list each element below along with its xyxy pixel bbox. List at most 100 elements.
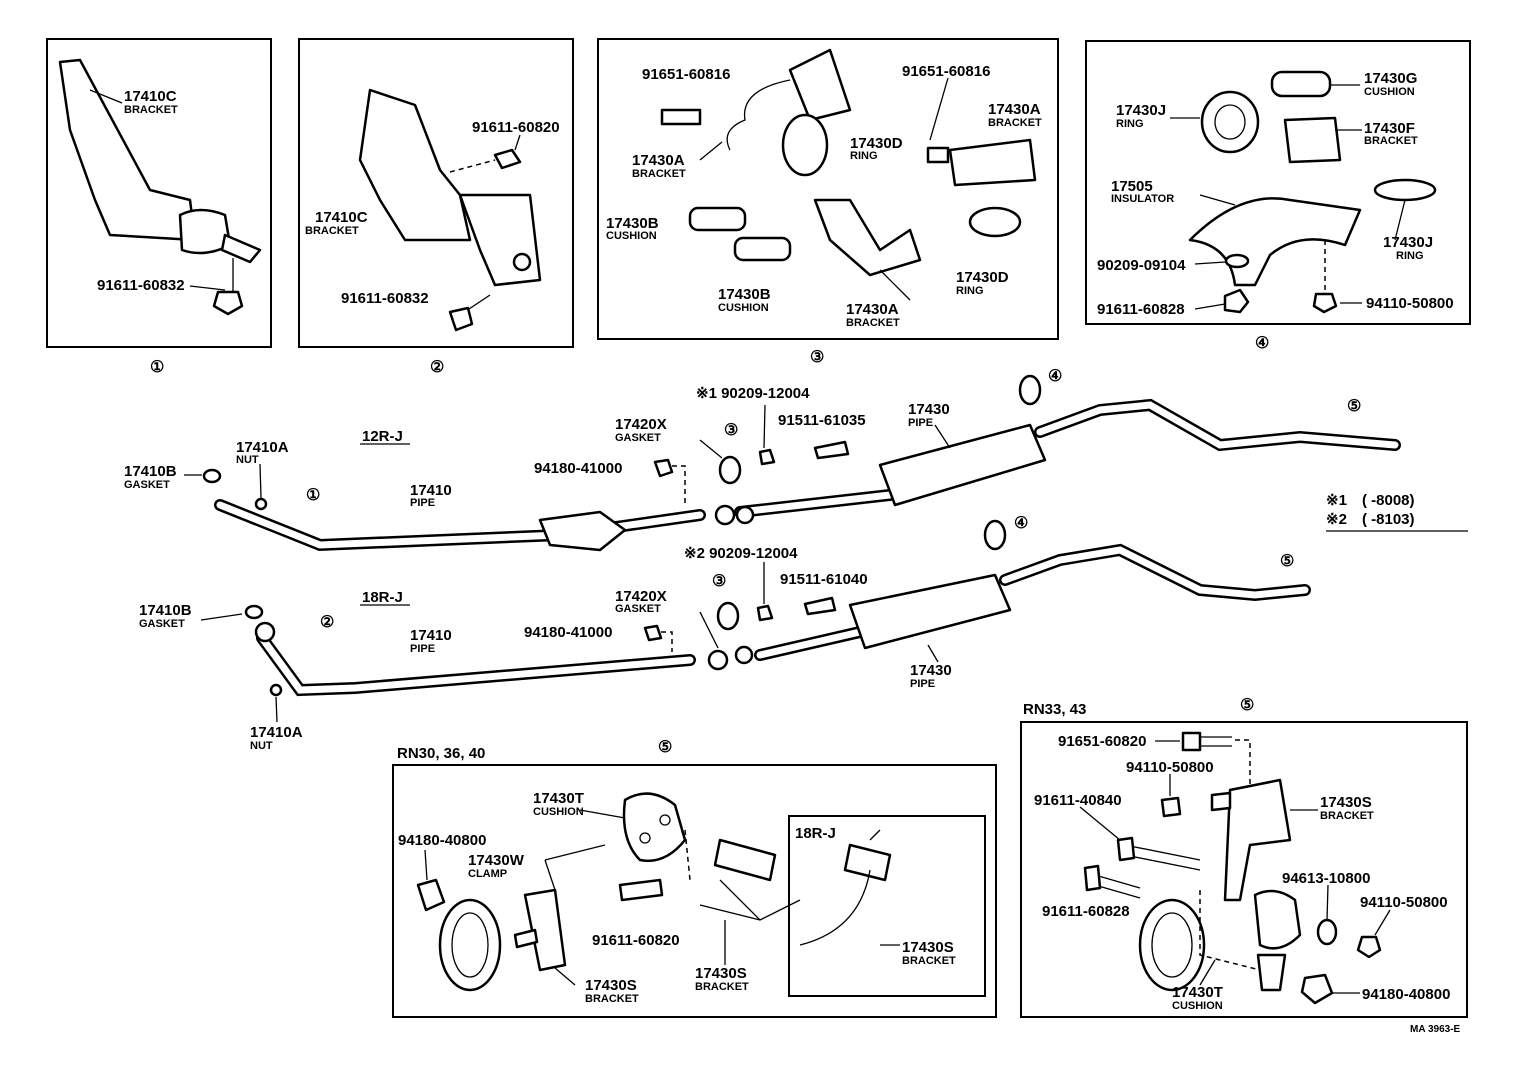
leader <box>275 696 278 723</box>
part-number: 94110-50800 <box>1366 295 1454 312</box>
part-number: 17430T <box>533 790 584 807</box>
part-number: 94180-40800 <box>1362 986 1450 1003</box>
cushion-shape <box>622 792 687 863</box>
bolt-icon <box>513 928 539 949</box>
box-5a-inner-title: 18R-J <box>795 825 836 842</box>
bolt-icon <box>618 878 664 902</box>
part-name: CUSHION <box>1172 1000 1223 1012</box>
detail-box-2: 91611-60820 17410C BRACKET 91611-60832 ② <box>298 38 574 376</box>
detail-box-5b: RN33, 43 ⑤ 91651-60820 94110-50800 91611… <box>1020 697 1468 1018</box>
part-number: 17430F <box>1364 120 1415 137</box>
box-5a-title: RN30, 36, 40 <box>397 745 485 762</box>
mid-pipe-inner <box>736 491 894 516</box>
part-number: ※1 90209-12004 <box>696 385 810 402</box>
part-name: BRACKET <box>305 225 359 237</box>
part-number: 17430J <box>1116 102 1166 119</box>
callout-2: ② <box>430 359 444 376</box>
leader <box>929 77 949 141</box>
ring-icon <box>718 455 742 485</box>
clamp-shape <box>458 193 542 287</box>
part-number: 91651-60820 <box>1058 733 1146 750</box>
bolt-head-icon <box>1181 731 1202 752</box>
ring-icon <box>1018 374 1042 406</box>
part-number: 91611-60828 <box>1097 301 1185 318</box>
part-name: GASKET <box>124 479 170 491</box>
part-name: CUSHION <box>718 302 769 314</box>
bracket-shape <box>1223 778 1292 902</box>
part-name: BRACKET <box>585 993 639 1005</box>
part-number: 17410B <box>124 463 177 480</box>
part-name: GASKET <box>615 603 661 615</box>
gasket-icon <box>202 468 222 484</box>
ring-icon <box>968 206 1022 238</box>
nut-icon <box>512 252 532 272</box>
cushion-icon <box>688 206 747 232</box>
part-number: 17420X <box>615 588 667 605</box>
detail-box-4: 17430J RING 17430G CUSHION 17430F BRACKE… <box>1085 40 1471 352</box>
bracket-shape <box>358 88 472 242</box>
nut-icon <box>269 683 283 697</box>
part-name: BRACKET <box>695 981 749 993</box>
part-name: BRACKET <box>1364 135 1418 147</box>
part-number: 91511-61035 <box>778 412 866 429</box>
part-name: RING <box>1116 118 1144 130</box>
muffler-shape <box>878 423 1047 507</box>
flange-icon <box>735 505 755 525</box>
bracket-icon <box>1283 116 1342 164</box>
bracket-plate-shape <box>948 138 1037 187</box>
bolt-head-icon <box>1223 288 1250 314</box>
callout-4: ④ <box>1255 335 1269 352</box>
note-mark: ※2 <box>1326 511 1347 528</box>
bracket-rod <box>544 844 606 891</box>
assembly-line <box>1199 890 1261 971</box>
gasket-icon <box>707 649 729 671</box>
leader <box>1194 303 1226 310</box>
part-number: 17410B <box>139 602 192 619</box>
engine-label-18r: 18R-J <box>362 589 403 606</box>
clamp-inner <box>451 912 489 978</box>
leader <box>89 89 123 104</box>
nut-icon <box>756 604 774 622</box>
bolt-head-icon <box>212 290 244 316</box>
model-notes: ※1 ( -8008) ※2 ( -8103) <box>1326 492 1468 532</box>
part-number: 17410A <box>250 724 303 741</box>
leader <box>1194 261 1226 265</box>
part-number: 17410C <box>315 209 368 226</box>
part-number: 17410 <box>410 627 452 644</box>
bolt-icon <box>813 440 850 460</box>
part-number: 94180-41000 <box>534 460 622 477</box>
part-number: 17430S <box>902 939 954 956</box>
long-bolt <box>1124 844 1201 871</box>
part-name: NUT <box>250 740 273 752</box>
nut-icon <box>254 497 268 511</box>
bolt-icon <box>1210 791 1232 812</box>
bracket-plate-shape <box>713 838 777 882</box>
ring-icon <box>983 519 1007 551</box>
leader <box>259 463 262 499</box>
assembly-line <box>449 159 496 173</box>
box-5b-frame <box>1020 721 1468 1018</box>
bolt-shaft <box>1200 736 1232 747</box>
part-number: 17430D <box>850 135 903 152</box>
detail-box-1: 17410C BRACKET 91611-60832 ① <box>46 38 272 376</box>
bracket-rod <box>699 879 801 921</box>
callout-5: ⑤ <box>1240 697 1254 714</box>
exhaust-assembly-18r: 18R-J 17410B GASKET 17410 PIPE 17410A NU… <box>139 515 1311 752</box>
part-name: BRACKET <box>988 117 1042 129</box>
bolt-head-icon <box>1116 836 1136 862</box>
bracket-lower-shape <box>813 198 922 277</box>
part-number: 90209-09104 <box>1097 257 1186 274</box>
insulator-shape <box>1188 197 1362 287</box>
note-mark: ※1 <box>1326 492 1347 509</box>
bracket-shape <box>58 58 197 242</box>
part-number: 17430 <box>908 401 950 418</box>
part-number: ※2 90209-12004 <box>684 545 798 562</box>
leader <box>189 285 226 291</box>
part-number: 94110-50800 <box>1126 759 1214 776</box>
bolt-icon <box>660 108 702 126</box>
part-number: 94613-10800 <box>1282 870 1370 887</box>
part-number: 91611-60828 <box>1042 903 1130 920</box>
part-number: 91611-40840 <box>1034 792 1122 809</box>
note-range: ( -8008) <box>1362 492 1415 509</box>
